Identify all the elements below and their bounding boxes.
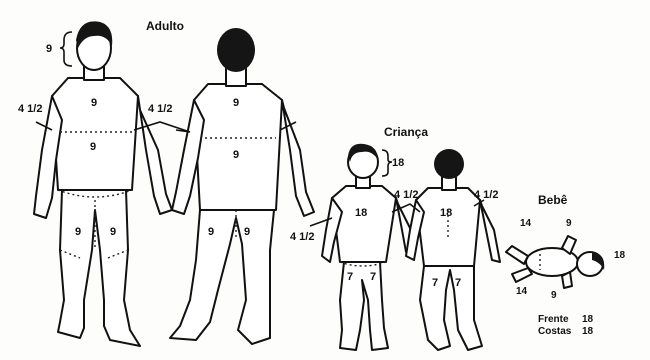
child-front-torso — [332, 186, 396, 262]
adult-arm-right-label: 4 1/2 — [148, 103, 172, 115]
baby-back-value: 18 — [582, 326, 594, 337]
adult-chest-label: 9 — [91, 97, 97, 109]
adult-front-torso — [52, 78, 138, 190]
child-head-label: 18 — [392, 157, 404, 169]
adult-title: Adulto — [146, 19, 184, 33]
adult-back-head — [217, 28, 255, 72]
child-head-brace — [382, 150, 392, 176]
child-title: Criança — [384, 125, 428, 139]
adult-back-figure — [170, 28, 314, 344]
baby-front-label: Frente — [538, 314, 569, 325]
baby-head-label: 18 — [614, 250, 626, 261]
adult-head-brace — [60, 32, 72, 66]
adult-arm-left-label: 4 1/2 — [18, 103, 42, 115]
child-arm-right-label: 4 1/2 — [474, 189, 498, 201]
child-arm-left-label: 4 1/2 — [290, 231, 314, 243]
child-front-figure — [322, 144, 414, 350]
child-back-arm-right — [480, 200, 500, 262]
child-trunk-front-label: 18 — [355, 207, 367, 219]
adult-leg-back-left-label: 9 — [208, 226, 214, 238]
adult-leg-front-left-label: 9 — [75, 226, 81, 238]
adult-front-figure — [34, 21, 172, 346]
baby-arm-top-label: 9 — [566, 218, 572, 229]
baby-leg-bottom — [512, 268, 532, 282]
baby-leg-top — [506, 246, 528, 264]
adult-back-lower-label: 9 — [233, 149, 239, 161]
baby-arm-bottom — [562, 272, 572, 288]
adult-leg-front-right-label: 9 — [110, 226, 116, 238]
baby-arm-bottom-label: 9 — [551, 290, 557, 301]
child-leg-back-right-label: 7 — [455, 277, 461, 289]
baby-figure — [506, 236, 604, 288]
baby-title: Bebê — [538, 193, 568, 207]
child-back-head — [434, 149, 464, 179]
child-back-figure — [406, 149, 500, 350]
baby-back-label: Costas — [538, 326, 572, 337]
child-leg-back-left-label: 7 — [432, 277, 438, 289]
child-back-legs — [420, 266, 482, 350]
child-leg-front-left-label: 7 — [347, 271, 353, 283]
adult-head-label: 9 — [46, 43, 52, 55]
child-leg-front-right-label: 7 — [370, 271, 376, 283]
baby-leg-top-label: 14 — [520, 218, 532, 229]
adult-leg-back-right-label: 9 — [244, 226, 250, 238]
baby-leg-bottom-label: 14 — [516, 286, 528, 297]
baby-front-value: 18 — [582, 314, 594, 325]
adult-back-upper-label: 9 — [233, 97, 239, 109]
child-trunk-back-label: 18 — [440, 207, 452, 219]
adult-back-arm-right — [282, 100, 314, 216]
child-arm-mid-label: 4 1/2 — [394, 189, 418, 201]
adult-front-legs — [58, 190, 140, 346]
adult-back-legs — [170, 210, 274, 344]
adult-abdomen-label: 9 — [90, 141, 96, 153]
